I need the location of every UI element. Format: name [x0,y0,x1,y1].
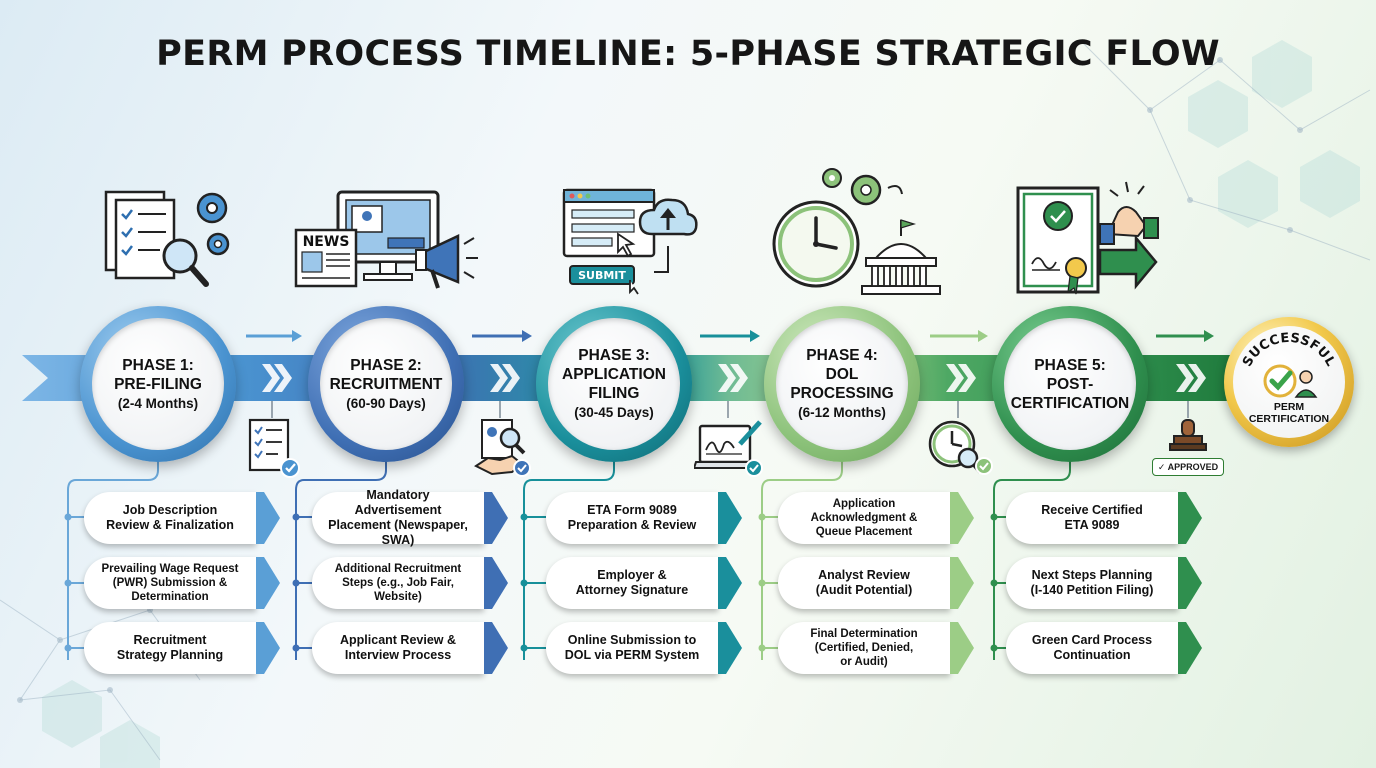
task-label: Additional Recruitment Steps (e.g., Job … [334,563,462,603]
phase-5-task-3: Green Card Process Continuation [1006,622,1178,674]
task-arrow-tail [718,557,742,609]
phase-5-task-1: Receive Certified ETA 9089 [1006,492,1178,544]
laptop-signature-icon [694,420,763,477]
task-label: Online Submission to DOL via PERM System [564,633,700,662]
successful-perm-certification-badge: SUCCESSFUL PERM CERTIFICATION [1224,317,1354,447]
task-label: Application Acknowledgment & Queue Place… [810,498,918,538]
phase-3-disc: PHASE 3: APPLICATION FILING (30-45 Days) [536,306,692,462]
stamp-icon [1169,419,1207,451]
phase-1-task-3: Recruitment Strategy Planning [84,622,256,674]
task-label: Recruitment Strategy Planning [116,633,224,662]
phase-5-disc: PHASE 5: POST- CERTIFICATION [992,306,1148,462]
clock-magnifier-icon [928,420,993,475]
phase-1-disc: PHASE 1: PRE-FILING (2-4 Months) [80,306,236,462]
task-label: Prevailing Wage Request (PWR) Submission… [101,563,239,603]
phase-2-title: PHASE 2: RECRUITMENT [329,356,443,393]
task-arrow-tail [950,557,974,609]
task-label: Receive Certified ETA 9089 [1041,503,1143,532]
task-label: Final Determination (Certified, Denied, … [810,628,918,668]
phase-2-task-3: Applicant Review & Interview Process [312,622,484,674]
task-arrow-tail [484,622,508,674]
phase-4-task-2: Analyst Review (Audit Potential) [778,557,950,609]
task-label: ETA Form 9089 Preparation & Review [567,503,697,532]
badge-arc-title: SUCCESSFUL [1240,331,1338,370]
svg-text:NEWS: NEWS [303,234,350,250]
newspaper-monitor-megaphone-icon: NEWS [294,190,478,289]
phase-2-duration: (60-90 Days) [346,395,426,411]
phase-2-task-1: Mandatory Advertisement Placement (Newsp… [312,488,484,547]
task-arrow-tail [1178,492,1202,544]
clock-government-building-icon [772,168,941,295]
checkmark-person-icon [1263,364,1318,398]
task-arrow-tail [1178,557,1202,609]
certificate-handshake-icon [1016,181,1159,295]
task-arrow-tail [256,622,280,674]
task-label: Applicant Review & Interview Process [340,633,456,662]
task-arrow-tail [950,622,974,674]
svg-text:SUBMIT: SUBMIT [578,269,626,282]
task-arrow-tail [1178,622,1202,674]
phase-4-disc: PHASE 4: DOL PROCESSING (6-12 Months) [764,306,920,462]
documents-magnifier-gears-icon [104,190,230,287]
approved-stamp-label: ✓ APPROVED [1152,458,1224,476]
phase-1-task-1: Job Description Review & Finalization [84,492,256,544]
task-label: Analyst Review (Audit Potential) [815,568,913,597]
task-label: Job Description Review & Finalization [106,503,234,532]
badge-bottom-text: PERM CERTIFICATION [1248,401,1330,425]
phase-5-task-2: Next Steps Planning (I-140 Petition Fili… [1006,557,1178,609]
task-label: Green Card Process Continuation [1031,633,1153,662]
task-arrow-tail [256,492,280,544]
approved-text: APPROVED [1167,462,1219,472]
phase-1-duration: (2-4 Months) [117,395,199,411]
task-arrow-tail [484,492,508,544]
phase-3-task-3: Online Submission to DOL via PERM System [546,622,718,674]
task-arrow-tail [718,492,742,544]
phase-1-title: PHASE 1: PRE-FILING [114,356,202,393]
checklist-check-icon [248,418,300,478]
page-title: PERM PROCESS TIMELINE: 5-PHASE STRATEGIC… [156,34,1220,74]
phase-4-title: PHASE 4: DOL PROCESSING [790,347,894,402]
phase-3-task-2: Employer & Attorney Signature [546,557,718,609]
phase-3-duration: (30-45 Days) [574,405,654,420]
phase-3-task-1: ETA Form 9089 Preparation & Review [546,492,718,544]
document-handshake-icon [474,419,531,477]
phase-5-title: PHASE 5: POST- CERTIFICATION [1010,356,1130,412]
task-label: Next Steps Planning (I-140 Petition Fili… [1030,568,1154,597]
phase-1-task-2: Prevailing Wage Request (PWR) Submission… [84,557,256,609]
phase-4-task-1: Application Acknowledgment & Queue Place… [778,492,950,544]
phase-4-task-3: Final Determination (Certified, Denied, … [778,622,950,674]
task-arrow-tail [950,492,974,544]
phase-2-disc: PHASE 2: RECRUITMENT (60-90 Days) [308,306,464,462]
phase-2-task-2: Additional Recruitment Steps (e.g., Job … [312,557,484,609]
task-arrow-tail [718,622,742,674]
task-arrow-tail [484,557,508,609]
phase-4-duration: (6-12 Months) [798,405,886,420]
browser-upload-submit-icon: SUBMIT [562,188,698,295]
task-label: Mandatory Advertisement Placement (Newsp… [328,488,468,547]
task-label: Employer & Attorney Signature [575,568,689,597]
task-arrow-tail [256,557,280,609]
phase-3-title: PHASE 3: APPLICATION FILING [562,347,666,402]
